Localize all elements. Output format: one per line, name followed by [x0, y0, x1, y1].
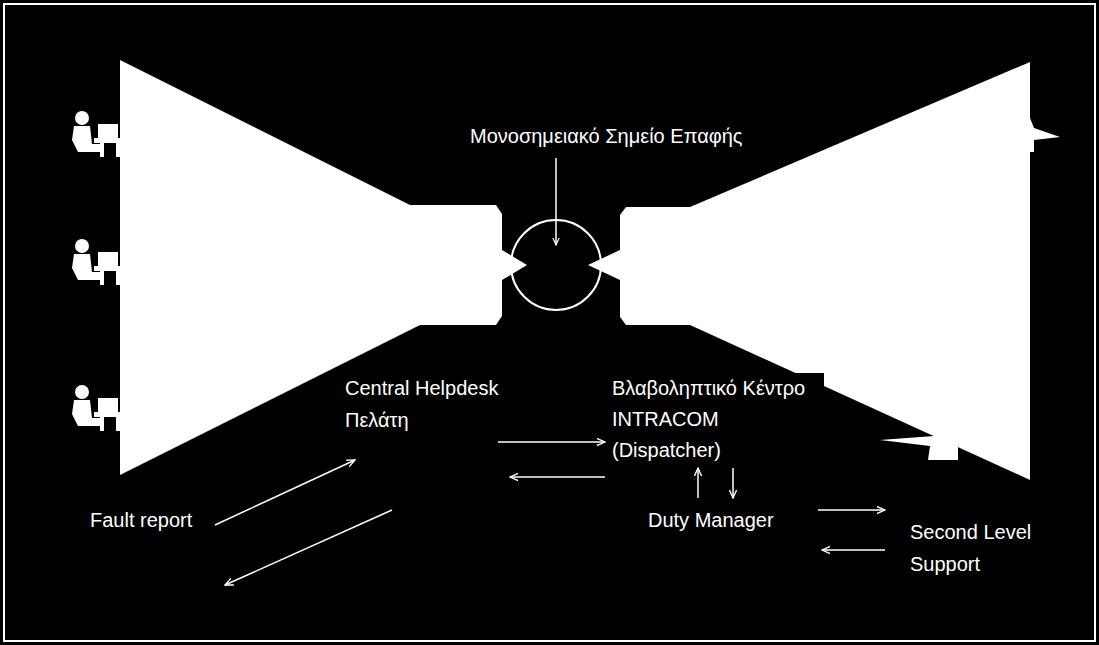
- node-text: Βλαβοληπτικό Κέντρο INTRACOM (Dispatcher…: [612, 373, 822, 466]
- user-icon: [72, 385, 124, 431]
- flow-arrow: [225, 510, 392, 585]
- flow-arrow: [498, 441, 605, 443]
- terminal-icon: [880, 428, 958, 460]
- flow-arrow: [822, 549, 885, 551]
- flow-arrow: [510, 476, 605, 478]
- node-text: Second Level Support: [910, 516, 1052, 580]
- text-node: Βλαβοληπτικό Κέντρο INTRACOM (Dispatcher…: [610, 373, 824, 466]
- frame-border: [4, 4, 1095, 641]
- node-text: Duty Manager: [648, 505, 774, 535]
- text-node: Central Helpdesk Πελάτη: [343, 372, 523, 436]
- flow-arrow: [697, 468, 699, 498]
- node-text: Central Helpdesk Πελάτη: [345, 372, 521, 436]
- node-text: Fault report: [90, 505, 192, 535]
- flow-arrow: [732, 468, 734, 498]
- terminal-icon: [1008, 118, 1060, 152]
- text-node: Fault report: [88, 505, 194, 535]
- callout-label: Μονοσημειακό Σημείο Επαφής: [468, 123, 744, 149]
- text-node: Duty Manager: [646, 505, 776, 535]
- flow-arrow: [818, 509, 885, 511]
- flow-arrow: [215, 460, 355, 525]
- user-icon: [72, 239, 124, 285]
- text-node: Second Level Support: [908, 516, 1054, 580]
- pointer-arrow: [555, 158, 557, 245]
- left-funnel: [120, 60, 527, 475]
- user-icon: [72, 111, 124, 157]
